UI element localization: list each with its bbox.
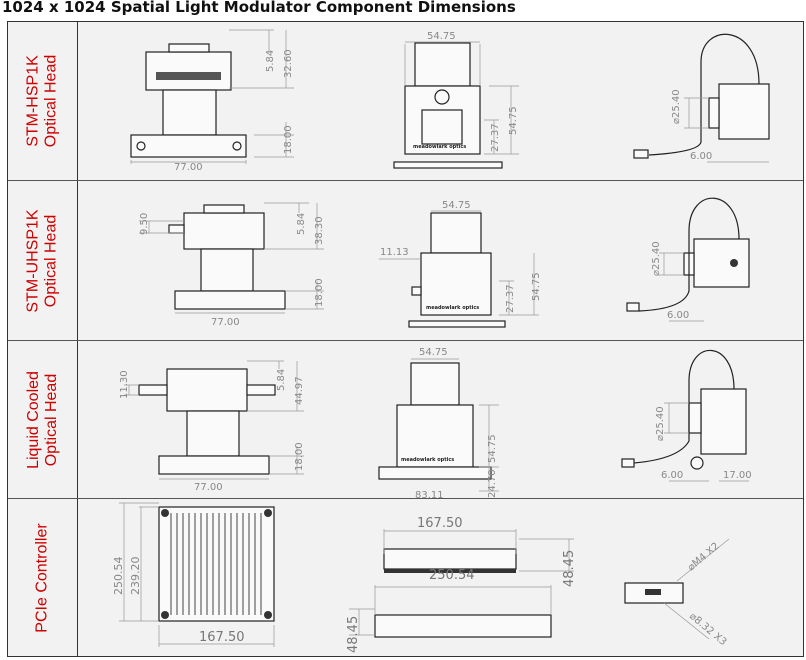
dimension-label: 54.75	[531, 272, 542, 301]
dimension-label: 54.75	[427, 31, 456, 42]
logo-text: meadowlark optics	[413, 144, 466, 150]
dimension-label: 48.45	[562, 550, 577, 587]
front-view: 11.30 5.84 44.97 18.00 77.00	[119, 360, 305, 493]
dimension-label: ⌀8.32 X3	[687, 611, 728, 648]
dimension-label: 83.11	[415, 490, 444, 499]
side-view: ⌀25.40 6.00	[626, 197, 750, 322]
dimension-label: 77.00	[211, 317, 240, 328]
dimension-label: ⌀25.40	[651, 241, 662, 276]
dimension-label: 54.75	[487, 434, 498, 463]
dimension-label: 6.00	[667, 310, 689, 321]
dimension-label: 239.20	[129, 557, 142, 596]
dimension-label: 250.54	[429, 568, 475, 583]
row-label: PCIe Controller	[33, 522, 51, 633]
row-label: STM-HSP1K Optical Head	[24, 54, 60, 148]
dimension-label: 6.00	[661, 470, 683, 481]
row-label: Liquid Cooled Optical Head	[24, 370, 60, 469]
rear-view: meadowlark optics 54.75 54.75 24.70 83.1…	[378, 347, 499, 499]
rear-view: meadowlark optics 54.75 11.13 27.37 54.7…	[379, 200, 542, 328]
dimension-label: 167.50	[417, 516, 463, 531]
dimension-label: 24.70	[487, 469, 498, 498]
row-liquid-cooled: Liquid Cooled Optical Head 11.30 5.84 44…	[8, 341, 803, 499]
dimension-label: 5.84	[296, 213, 307, 235]
dimension-label: 167.50	[199, 630, 245, 645]
dimension-label: 250.54	[112, 557, 125, 596]
row-pcie-controller: PCIe Controller 250.54 239.20 167.50 167…	[8, 499, 803, 656]
dimension-label: ⌀M4 X2	[686, 541, 722, 573]
dimension-label: 27.37	[490, 123, 501, 152]
logo-text: meadowlark optics	[426, 305, 479, 311]
dimension-label: ⌀25.40	[671, 89, 682, 124]
side-view: 250.54 48.45	[346, 568, 552, 653]
logo-text: meadowlark optics	[401, 457, 454, 463]
dimension-label: 77.00	[174, 162, 203, 173]
row-stm-uhsp1k: STM-UHSP1K Optical Head 9.50 5.84 38.30 …	[8, 181, 803, 341]
dimension-label: 32.60	[283, 49, 294, 78]
dimension-label: 38.30	[314, 216, 325, 245]
dimension-label: 54.75	[419, 347, 448, 358]
row-stm-hsp1k: STM-HSP1K Optical Head 5.84 32.60 18.00 …	[8, 22, 803, 181]
dimension-label: 6.00	[690, 151, 712, 162]
dimensions-table: STM-HSP1K Optical Head 5.84 32.60 18.00 …	[7, 21, 804, 657]
stm-uhsp1k-drawings: 9.50 5.84 38.30 18.00 77.00 meadowlark o…	[139, 197, 750, 328]
dimension-label: 18.00	[283, 125, 294, 154]
dimension-label: 17.00	[723, 470, 752, 481]
dimension-label: 5.84	[265, 50, 276, 72]
dimension-label: 54.75	[508, 106, 519, 135]
dimension-label: 54.75	[442, 200, 471, 211]
dimension-label: 44.97	[294, 376, 305, 405]
dimension-label: 18.00	[294, 442, 305, 471]
dimension-label: 48.45	[346, 616, 361, 653]
dimension-label: 77.00	[194, 482, 223, 493]
liquid-cooled-drawings: 11.30 5.84 44.97 18.00 77.00 meadowlark …	[119, 347, 752, 499]
stm-hsp1k-drawings: 5.84 32.60 18.00 77.00 meadowlark optics…	[130, 29, 770, 173]
row-label: STM-UHSP1K Optical Head	[24, 208, 60, 313]
front-view: 5.84 32.60 18.00 77.00	[130, 29, 294, 173]
dimension-label: 5.84	[276, 369, 287, 391]
dimension-label: 11.13	[380, 247, 409, 258]
dimension-label: 18.00	[314, 278, 325, 307]
page-title: 1024 x 1024 Spatial Light Modulator Comp…	[2, 0, 516, 16]
rear-view: ⌀M4 X2 ⌀8.32 X3	[624, 538, 730, 648]
dimension-label: 27.37	[505, 284, 516, 313]
dimension-label: 9.50	[139, 213, 150, 235]
side-view: ⌀25.40 6.00 17.00	[621, 349, 752, 482]
front-view: 167.50 48.45	[383, 516, 577, 587]
top-view: 250.54 239.20 167.50	[112, 502, 275, 647]
front-view: 9.50 5.84 38.30 18.00 77.00	[139, 202, 325, 328]
side-view: ⌀25.40 6.00	[633, 33, 770, 163]
rear-view: meadowlark optics 54.75 27.37 54.75	[393, 31, 519, 169]
pcie-controller-drawings: 250.54 239.20 167.50 167.50 48.45 250.54…	[112, 502, 730, 653]
dimension-label: ⌀25.40	[655, 406, 666, 441]
dimension-label: 11.30	[119, 370, 130, 399]
